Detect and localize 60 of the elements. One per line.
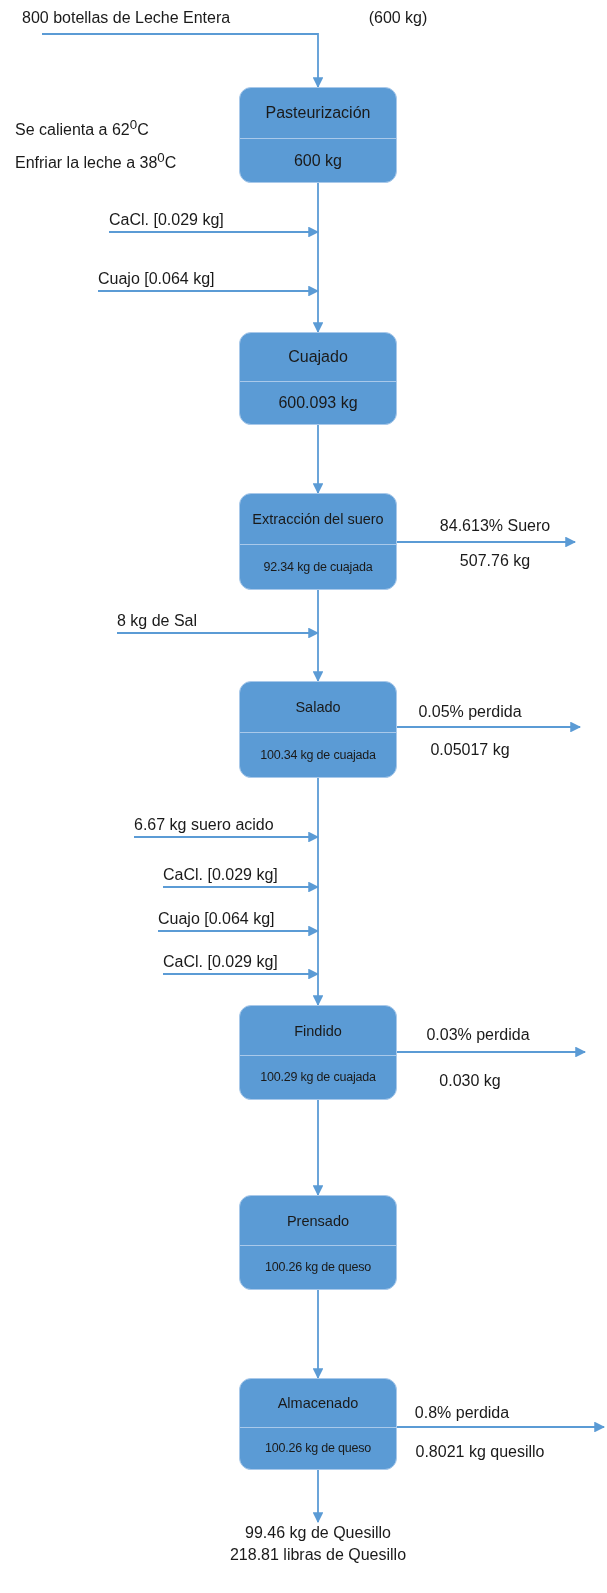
flow-arrow	[162, 968, 320, 980]
mass-value: 100.26 kg de queso	[240, 1426, 396, 1469]
stream-quantity: 507.76 kg	[459, 551, 531, 571]
flow-arrow	[116, 627, 320, 639]
step-name: Findido	[293, 1021, 343, 1041]
flow-arrow	[157, 925, 320, 937]
flow-arrow	[396, 1421, 606, 1433]
step-name: Salado	[294, 698, 342, 718]
mass-value: 600.093 kg	[240, 381, 396, 424]
step-name: Almacenado	[276, 1393, 360, 1413]
edge-label: 0.05% perdida	[416, 702, 524, 722]
step-name: Pasteurización	[264, 102, 372, 123]
process-box	[239, 1005, 397, 1100]
step-name: Cuajado	[287, 347, 349, 368]
mass-value: 100.34 kg de cuajada	[240, 732, 396, 777]
flow-arrow	[312, 777, 324, 1007]
process-box	[239, 681, 397, 778]
edge-label: 0.8% perdida	[412, 1403, 512, 1423]
input-label: Cuajo [0.064 kg]	[158, 909, 275, 931]
flow-arrow	[312, 1099, 324, 1197]
step-name: Prensado	[285, 1211, 351, 1231]
flow-arrow	[312, 589, 324, 683]
flow-arrow	[133, 831, 320, 843]
input-label: CaCl. [0.029 kg]	[163, 865, 278, 887]
process-box	[239, 332, 397, 425]
input-label: 6.67 kg suero acido	[134, 815, 274, 837]
input-label: 800 botellas de Leche Entera	[22, 8, 322, 34]
mass-value: 100.29 kg de cuajada	[240, 1055, 396, 1099]
stream-quantity: (600 kg)	[368, 8, 428, 28]
process-box	[239, 1378, 397, 1470]
process-box	[239, 87, 397, 183]
step-name: Extracción del suero	[251, 510, 385, 530]
output-label: 99.46 kg de Quesillo	[244, 1523, 392, 1543]
flow-arrow	[396, 721, 582, 733]
edge-label: 0.03% perdida	[424, 1025, 532, 1045]
flow-arrow	[312, 1289, 324, 1380]
input-label: CaCl. [0.029 kg]	[163, 952, 278, 974]
mass-value: 600 kg	[240, 137, 396, 182]
process-box	[239, 493, 397, 590]
flow-arrow	[162, 881, 320, 893]
output-label: 218.81 libras de Quesillo	[228, 1545, 408, 1565]
process-note: Se calienta a 62$^{0}$C	[15, 116, 149, 141]
stream-quantity: 0.030 kg	[439, 1071, 501, 1091]
flow-arrow	[41, 33, 324, 89]
input-label: Cuajo [0.064 kg]	[98, 269, 215, 291]
input-label: 8 kg de Sal	[117, 611, 198, 633]
process-note: Enfriar la leche a 38$^{0}$C	[15, 149, 177, 174]
stream-quantity: 0.8021 kg quesillo	[415, 1442, 545, 1462]
flow-arrow	[97, 285, 320, 297]
flow-arrow	[108, 226, 320, 238]
input-label: CaCl. [0.029 kg]	[109, 210, 224, 232]
flow-arrow	[312, 1469, 324, 1524]
stream-quantity: 0.05017 kg	[430, 740, 510, 760]
flow-arrow	[312, 182, 324, 334]
mass-value: 100.26 kg de queso	[240, 1245, 396, 1289]
process-box	[239, 1195, 397, 1290]
flow-arrow	[312, 424, 324, 495]
mass-value: 92.34 kg de cuajada	[240, 544, 396, 589]
flow-arrow	[396, 536, 577, 548]
flow-arrow	[396, 1046, 587, 1058]
